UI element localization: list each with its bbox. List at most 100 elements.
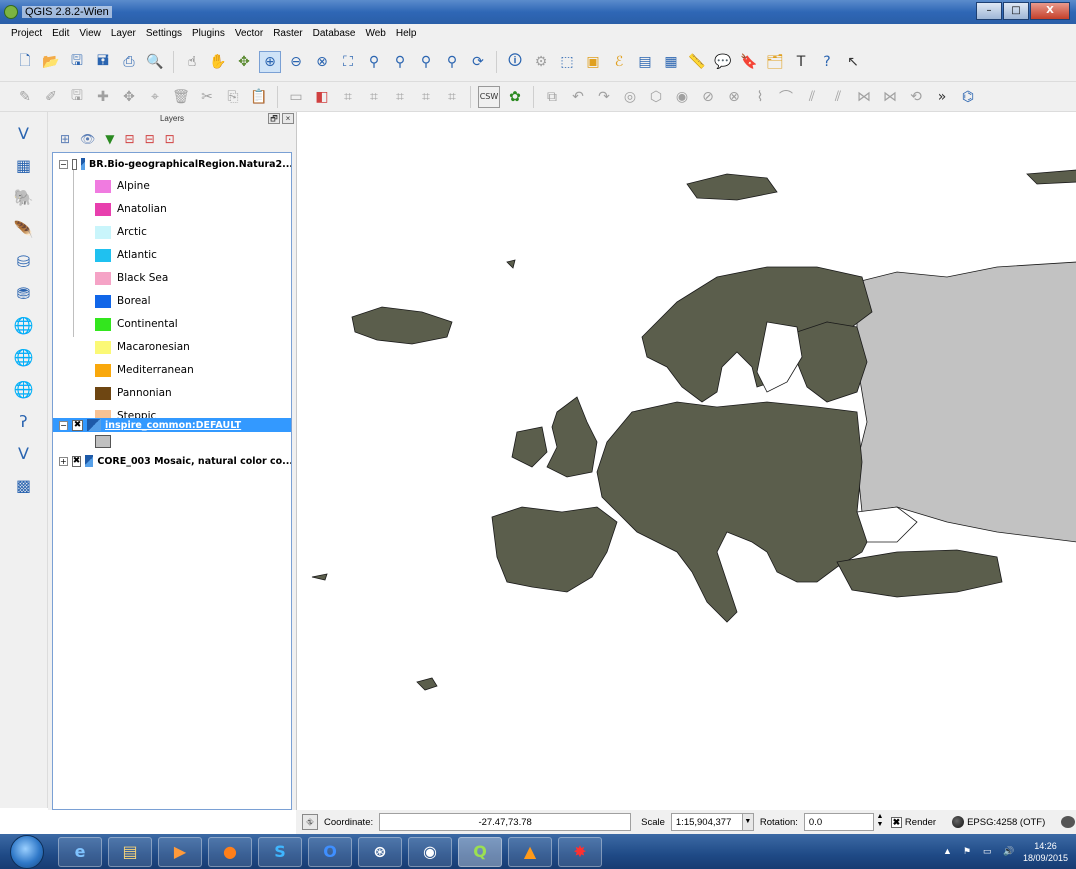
new-layer-icon[interactable]: V — [18, 443, 29, 463]
delete-part-icon[interactable]: ⊗ — [728, 88, 740, 105]
paste-features-icon[interactable]: 📋 — [250, 88, 268, 105]
collapse-toggle-icon[interactable]: − — [59, 159, 68, 169]
add-spatialite-layer-icon[interactable]: 🪶 — [13, 219, 34, 239]
save-project-icon[interactable]: 🖫 — [71, 52, 83, 69]
layer-visibility-checkbox[interactable]: ✖ — [72, 419, 83, 431]
add-part-icon[interactable]: ⬡ — [649, 88, 663, 105]
outlook-icon[interactable]: O — [308, 836, 352, 867]
expand-toggle-icon[interactable]: + — [59, 456, 68, 466]
zoom-native-icon[interactable]: ⊗ — [316, 53, 328, 70]
action-center-flag-icon[interactable]: ⚑ — [962, 846, 972, 856]
add-raster-layer-icon[interactable]: ▦ — [15, 155, 32, 175]
select-rectangle-icon[interactable]: ⬚ — [560, 53, 574, 70]
qgis-task-icon[interactable]: Q — [458, 836, 502, 867]
float-panel-button[interactable]: 🗗 — [268, 113, 280, 124]
more-tools-icon[interactable]: » — [937, 88, 947, 105]
refresh-icon[interactable]: ⟳ — [472, 53, 484, 70]
rotation-spinner-icon[interactable]: ▲▼ — [876, 813, 884, 828]
split-parts-icon[interactable]: ⫽ — [834, 88, 842, 105]
undo-icon[interactable]: ↶ — [572, 88, 584, 105]
save-as-icon[interactable]: 🖬 — [97, 52, 109, 69]
new-project-icon[interactable]: 🗋 — [19, 52, 31, 69]
print-composer-icon[interactable]: ⎙ — [123, 53, 135, 70]
layer-row-bioregion[interactable]: − BR.Bio-geographicalRegion.Natura2... — [53, 153, 291, 175]
add-mssql-layer-icon[interactable]: ⛁ — [16, 251, 31, 271]
close-panel-button[interactable]: × — [282, 113, 294, 124]
statistics-icon[interactable]: ▦ — [664, 53, 678, 70]
measure-icon[interactable]: 📏 — [688, 53, 706, 70]
fill-ring-icon[interactable]: ◉ — [675, 88, 689, 105]
menu-database[interactable]: Database — [312, 27, 356, 39]
render-checkbox[interactable]: ✖ — [890, 816, 902, 828]
layer-tree[interactable]: − BR.Bio-geographicalRegion.Natura2... A… — [52, 152, 292, 810]
zoom-in-icon[interactable]: ⊕ — [259, 50, 281, 73]
pan-icon[interactable]: ✋ — [209, 53, 227, 70]
add-delimited-text-icon[interactable]: ʔ — [19, 411, 28, 431]
pan-to-selection-icon[interactable]: ✥ — [238, 53, 250, 70]
split-features-icon[interactable]: ⫽ — [808, 88, 816, 105]
zoom-selection-icon[interactable]: ⚲ — [368, 53, 380, 70]
whats-this-icon[interactable]: ↖ — [847, 53, 859, 70]
merge-attributes-icon[interactable]: ⋈ — [883, 88, 897, 105]
help-icon[interactable]: ? — [823, 53, 831, 70]
filter-legend-icon[interactable]: ▼ — [105, 132, 115, 146]
coordinate-toggle-icon[interactable]: ⛗ — [302, 814, 318, 830]
internet-explorer-icon[interactable]: e — [58, 836, 102, 867]
menu-plugins[interactable]: Plugins — [192, 27, 225, 39]
clock[interactable]: 14:26 18/09/2015 — [1023, 840, 1068, 864]
diagram-icon[interactable]: ◧ — [315, 88, 329, 105]
merge-features-icon[interactable]: ⋈ — [857, 88, 871, 105]
add-wfs-layer-icon[interactable]: 🌐 — [13, 379, 34, 399]
layer-row-mosaic[interactable]: + ✖ CORE_003 Mosaic, natural color co... — [53, 450, 291, 472]
menu-edit[interactable]: Edit — [52, 27, 70, 39]
menu-raster[interactable]: Raster — [273, 27, 303, 39]
plugin-leaf-icon[interactable]: ✿ — [509, 88, 521, 105]
current-edits-icon[interactable]: ✎ — [19, 88, 31, 105]
offset-curve-icon[interactable]: ⌒ — [779, 89, 793, 106]
open-project-icon[interactable]: 📂 — [42, 53, 60, 70]
label-icon[interactable]: ▭ — [289, 88, 303, 105]
add-ring-icon[interactable]: ◎ — [623, 88, 637, 105]
rotate-symbols-icon[interactable]: ⟲ — [910, 88, 922, 105]
redo-icon[interactable]: ↷ — [598, 88, 610, 105]
pin-labels-icon[interactable]: ⌗ — [344, 88, 352, 105]
field-calculator-icon[interactable]: ℰ — [614, 53, 624, 70]
menu-settings[interactable]: Settings — [145, 27, 183, 39]
tray-expand-icon[interactable]: ▲ — [942, 846, 952, 856]
toggle-editing-icon[interactable]: ✐ — [45, 88, 57, 105]
vlc-icon[interactable]: ▲ — [508, 836, 552, 867]
menu-web[interactable]: Web — [365, 27, 386, 39]
csw-icon[interactable]: CSW — [478, 85, 500, 108]
zoom-next-icon[interactable]: ⚲ — [446, 53, 458, 70]
coordinate-field[interactable]: -27.47,73.78 — [379, 813, 632, 831]
firefox-icon[interactable]: ● — [208, 836, 252, 867]
text-annotation-icon[interactable]: T — [796, 53, 806, 70]
save-edits-icon[interactable]: 🖫 — [71, 87, 83, 104]
render-toggle[interactable]: ✖ Render — [890, 816, 936, 828]
menu-layer[interactable]: Layer — [110, 27, 136, 39]
identify-icon[interactable]: 🛈 — [507, 52, 523, 69]
close-button[interactable]: X — [1030, 2, 1070, 20]
rotation-field[interactable]: 0.0 — [803, 813, 874, 831]
map-canvas[interactable] — [296, 112, 1076, 810]
expand-all-icon[interactable]: ⊟ — [124, 132, 135, 146]
delete-ring-icon[interactable]: ⊘ — [702, 88, 714, 105]
reshape-icon[interactable]: ⌇ — [756, 88, 764, 105]
network-icon[interactable]: ▭ — [982, 846, 992, 856]
file-explorer-icon[interactable]: ▤ — [108, 836, 152, 867]
scale-dropdown-icon[interactable]: ▼ — [741, 813, 754, 831]
move-label-icon[interactable]: ⌗ — [396, 88, 404, 105]
attribute-table-icon[interactable]: ▤ — [638, 53, 652, 70]
skype-icon[interactable]: S — [258, 836, 302, 867]
layer-visibility-checkbox[interactable] — [71, 158, 77, 170]
media-player-icon[interactable]: ▶ — [158, 836, 202, 867]
messages-icon[interactable] — [1061, 816, 1076, 828]
add-feature-icon[interactable]: ✚ — [97, 88, 109, 105]
scale-combobox[interactable]: 1:15,904,377 — [670, 813, 743, 831]
minimize-button[interactable]: – — [976, 2, 1002, 20]
node-tool-icon[interactable]: ⌖ — [151, 88, 159, 105]
show-hide-labels-icon[interactable]: ⌗ — [370, 88, 378, 105]
menu-help[interactable]: Help — [395, 27, 417, 39]
collapse-all-icon[interactable]: ⊟ — [144, 132, 155, 146]
cut-features-icon[interactable]: ✂ — [201, 88, 213, 105]
